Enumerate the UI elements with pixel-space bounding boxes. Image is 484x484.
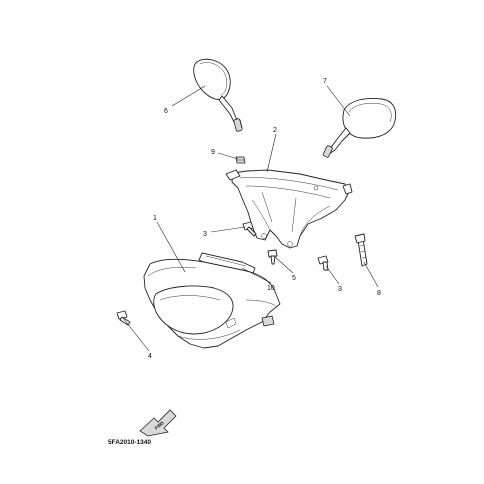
leader-1 bbox=[156, 221, 186, 273]
callout-2: 2 bbox=[273, 127, 277, 134]
bolt-part-3-upper bbox=[242, 221, 257, 237]
leader-3-upper bbox=[210, 226, 246, 233]
leader-6 bbox=[171, 85, 206, 107]
right-mirror bbox=[322, 98, 397, 158]
screw-part-4 bbox=[116, 310, 131, 326]
front-handlebar-cover bbox=[143, 258, 281, 349]
band-part-8 bbox=[354, 233, 368, 267]
leader-3-lower bbox=[325, 265, 340, 285]
callout-4: 4 bbox=[148, 353, 152, 360]
leader-lines bbox=[122, 85, 379, 352]
clip-part-9 bbox=[235, 156, 246, 164]
callout-5: 5 bbox=[292, 275, 296, 282]
leader-2 bbox=[266, 133, 277, 173]
callout-numbers: 6 7 2 9 3 1 10 5 3 8 4 bbox=[148, 78, 381, 360]
screw-part-5 bbox=[267, 249, 278, 265]
callout-8: 8 bbox=[377, 290, 381, 297]
callout-3-lower: 3 bbox=[338, 286, 342, 293]
leader-5 bbox=[274, 256, 294, 274]
callout-3-upper: 3 bbox=[203, 231, 207, 238]
diagram-code: 5FA2010-1340 bbox=[108, 439, 151, 446]
bolt-part-3-lower bbox=[317, 255, 329, 271]
leader-8 bbox=[363, 261, 379, 288]
rear-handlebar-cover bbox=[225, 169, 353, 249]
left-mirror bbox=[193, 58, 243, 132]
leader-4 bbox=[122, 317, 150, 352]
leader-7 bbox=[326, 85, 351, 117]
leader-9 bbox=[217, 152, 239, 160]
callout-10: 10 bbox=[267, 285, 275, 292]
callout-7: 7 bbox=[323, 78, 327, 85]
fwd-arrow-icon: FWD bbox=[139, 409, 177, 437]
leader-10 bbox=[241, 267, 272, 284]
callout-9: 9 bbox=[211, 149, 215, 156]
callout-1: 1 bbox=[153, 215, 157, 222]
fwd-label: FWD bbox=[154, 420, 166, 431]
callout-6: 6 bbox=[164, 108, 168, 115]
